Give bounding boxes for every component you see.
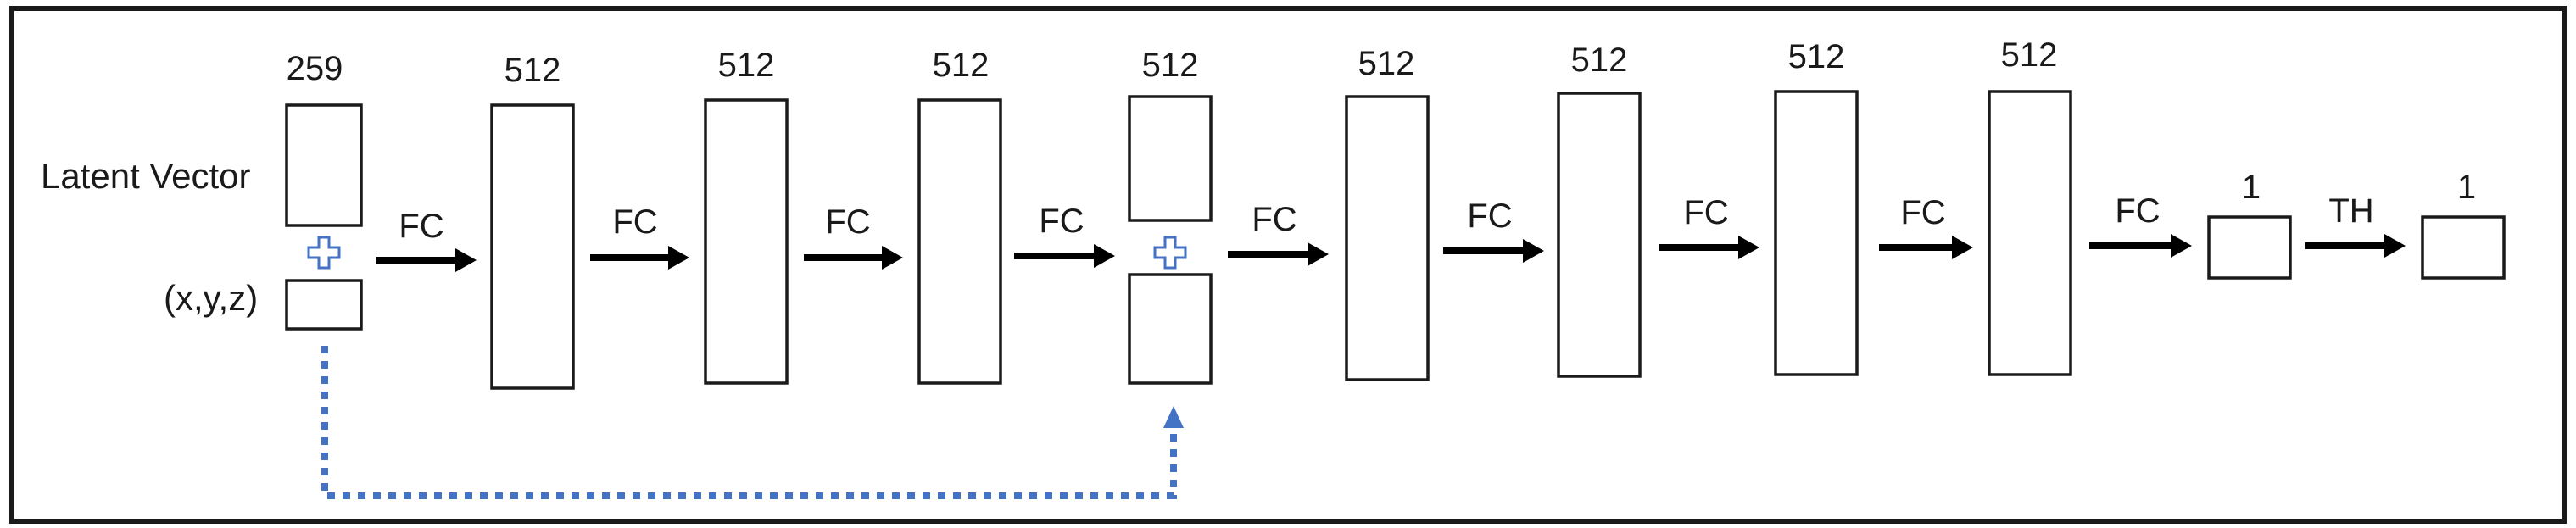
fc-arrow-1 (376, 248, 477, 272)
xyz-box (285, 279, 363, 331)
fc-arrow-8 (1879, 236, 1973, 259)
output-box-2 (2421, 215, 2506, 280)
fc-arrow-3 (804, 246, 903, 270)
layer-box-8 (1988, 90, 2072, 376)
size-label-layer-3: 512 (933, 47, 990, 84)
skip-connection-dotted-arrow-icon (321, 346, 1184, 499)
size-label-layer-1: 512 (505, 52, 561, 89)
concat-bottom-box (1128, 273, 1213, 385)
latent-vector-box (285, 103, 363, 227)
size-label-output-2: 1 (2457, 169, 2476, 206)
fc-label-8: FC (1900, 194, 1945, 231)
fc-label-5: FC (1252, 201, 1296, 238)
fc-arrow-5 (1228, 242, 1329, 266)
layer-box-2 (704, 98, 789, 385)
layer-box-5 (1345, 95, 1430, 381)
layer-box-6 (1557, 92, 1642, 378)
size-label-input: 259 (287, 50, 343, 87)
xyz-label: (x,y,z) (164, 278, 258, 318)
concat-top-box (1128, 95, 1213, 222)
layer-box-7 (1774, 90, 1859, 376)
layer-box-1 (490, 103, 575, 390)
fc-label-2: FC (612, 203, 657, 241)
th-label: TH (2328, 192, 2373, 230)
latent-vector-label: Latent Vector (41, 156, 251, 196)
fc-label-4: FC (1039, 203, 1084, 240)
fc-label-6: FC (1467, 197, 1512, 235)
size-label-layer-6: 512 (1571, 42, 1628, 79)
fc-arrow-7 (1659, 236, 1759, 259)
size-label-layer-2: 512 (718, 47, 775, 84)
size-label-output-1: 1 (2242, 169, 2261, 206)
fc-arrow-6 (1443, 239, 1544, 263)
fc-label-9: FC (2115, 192, 2160, 230)
fc-arrow-2 (590, 246, 689, 270)
size-label-layer-8: 512 (2001, 36, 2058, 74)
layer-box-3 (917, 98, 1002, 385)
th-arrow (2305, 234, 2406, 258)
fc-arrow-4 (1014, 244, 1115, 268)
output-box-1 (2207, 215, 2292, 280)
plus-icon (307, 236, 341, 270)
fc-label-3: FC (825, 203, 870, 241)
fc-label-1: FC (399, 208, 443, 245)
size-label-concat: 512 (1142, 47, 1199, 84)
fc-arrow-9 (2089, 234, 2192, 258)
plus-icon (1153, 236, 1187, 270)
diagram-frame (9, 6, 2567, 524)
size-label-layer-5: 512 (1358, 45, 1415, 82)
fc-label-7: FC (1683, 194, 1728, 231)
size-label-layer-7: 512 (1788, 38, 1845, 75)
